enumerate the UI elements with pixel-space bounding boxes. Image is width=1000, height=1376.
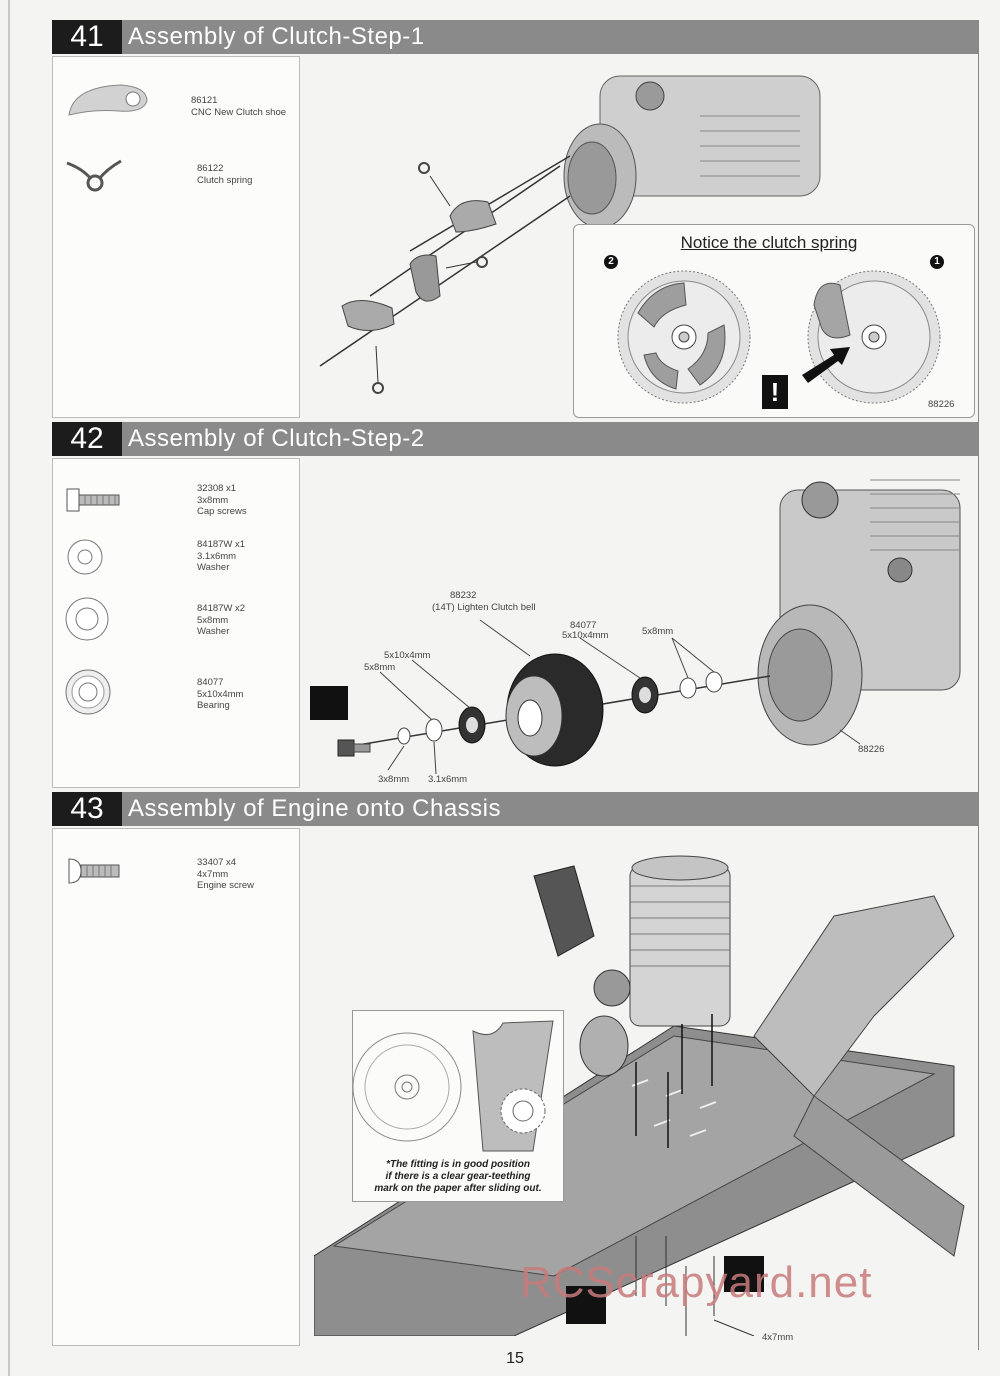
step-42-header: 42 Assembly of Clutch-Step-2 (52, 422, 978, 456)
washer-small-callout: 3.1x6mm (428, 774, 468, 785)
bearing-right-size-callout: 5x10x4mm (562, 630, 609, 641)
bearing-left-callout: 5x10x4mm (384, 650, 431, 661)
cap-screw-icon (66, 488, 120, 512)
engine-screw-icon (68, 858, 120, 884)
gear-mesh-inset: *The fitting is in good position if ther… (352, 1010, 564, 1202)
step-43-header: 43 Assembly of Engine onto Chassis (52, 792, 978, 826)
bearing-icon (65, 669, 111, 715)
clutch-step-1-drawing (319, 75, 821, 394)
flywheel-callout: 88226 (858, 744, 885, 755)
warning-icon: ! (762, 375, 788, 409)
clutch-shoe-icon (68, 84, 148, 116)
engine-onto-chassis-drawing (314, 855, 965, 1336)
step-title: Assembly of Clutch-Step-2 (128, 425, 425, 452)
step-title: Assembly of Engine onto Chassis (128, 795, 502, 822)
step-41-header: 41 Assembly of Clutch-Step-1 (52, 20, 978, 54)
circle-number-2: 2 (604, 255, 618, 269)
page-frame (52, 20, 979, 1350)
part-86122-label: 86122 Clutch spring (197, 163, 253, 186)
step-41-parts-panel: 86121 CNC New Clutch shoe 86122 Clutch s… (52, 56, 300, 418)
step-number: 43 (52, 792, 122, 826)
engine-screw-callout: 4x7mm (762, 1332, 794, 1343)
washer-right-callout: 5x8mm (642, 626, 674, 637)
fitting-note: *The fitting is in good position if ther… (374, 1159, 542, 1194)
watermark: RCScrapyard.net (520, 1258, 873, 1307)
clutch-bell-code-callout: 88232 (450, 590, 477, 601)
notice-title: Notice the clutch spring (680, 233, 858, 252)
step-title: Assembly of Clutch-Step-1 (128, 23, 425, 50)
circle-number-1: 1 (930, 255, 944, 269)
clutch-spring-detail-diagram (802, 270, 941, 404)
washer-large-icon (65, 597, 109, 641)
screw-callout: 3x8mm (378, 774, 410, 785)
bearing-right-code-callout: 84077 (570, 620, 597, 631)
notice-clutch-spring-box: Notice the clutch spring 2 1 ! 88226 (573, 224, 975, 418)
page-number: 15 (506, 1350, 524, 1367)
washer-small-icon (67, 539, 103, 575)
part-88226-callout: 88226 (928, 399, 955, 410)
step-number: 41 (52, 20, 122, 54)
clutch-step-2-drawing (310, 479, 961, 775)
washer-left-callout: 5x8mm (364, 662, 396, 673)
clutch-correct-diagram (617, 270, 751, 404)
clutch-bell-name-callout: (14T) Lighten Clutch bell (432, 602, 536, 613)
page-edge (8, 0, 10, 1376)
part-86121-label: 86121 CNC New Clutch shoe (191, 95, 287, 118)
clutch-spring-icon (66, 159, 122, 192)
step-number: 42 (52, 422, 122, 456)
gear-mesh-diagram (353, 1020, 554, 1152)
